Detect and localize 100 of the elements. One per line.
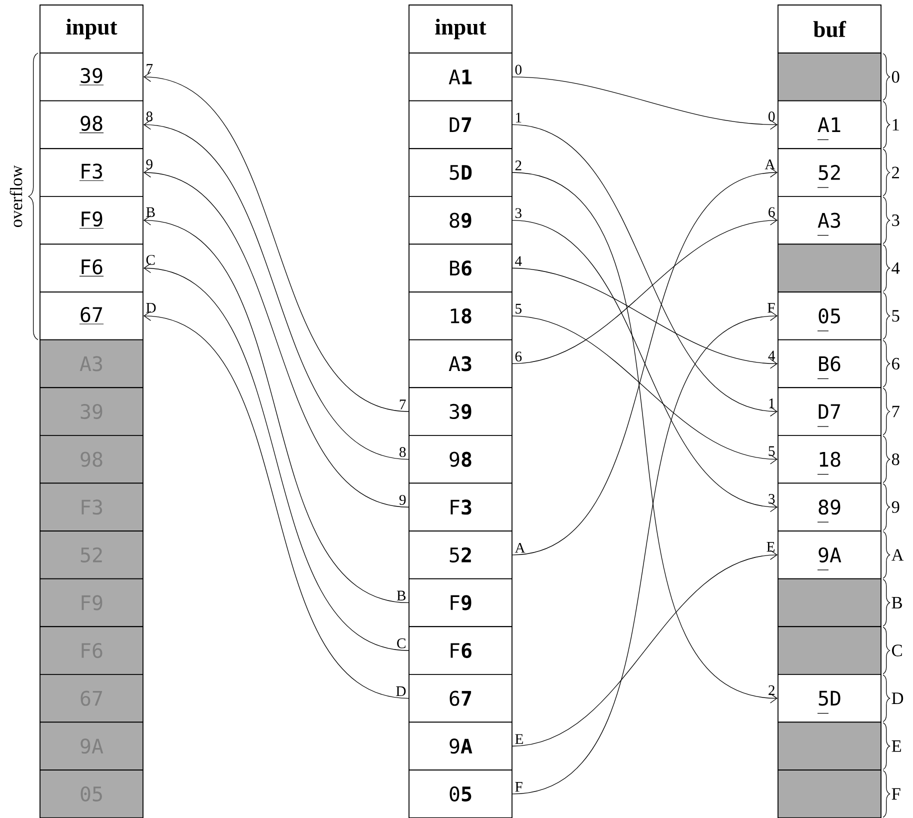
edge-label: 5 xyxy=(516,304,522,314)
index-label: A xyxy=(891,549,904,561)
memory-cell: 52 xyxy=(408,530,512,580)
index-label: B xyxy=(892,597,902,608)
arrow xyxy=(512,310,778,794)
memory-cell: 89 xyxy=(778,482,882,532)
memory-cell: B6 xyxy=(778,339,882,388)
memory-cell: 18 xyxy=(408,292,512,340)
memory-cell: D7 xyxy=(408,100,512,150)
index-label: 9 xyxy=(146,159,152,170)
memory-cell: A1 xyxy=(408,52,512,102)
index-label: 3 xyxy=(768,494,775,504)
index-label: 5 xyxy=(892,310,900,322)
index-label: 4 xyxy=(892,262,900,274)
arrow xyxy=(143,310,409,699)
edge-label: C xyxy=(397,638,406,648)
memory-cell: 89 xyxy=(408,196,512,245)
index-label: 0 xyxy=(892,71,900,83)
memory-cell: A3 xyxy=(778,196,882,245)
arrow xyxy=(143,120,409,460)
index-label: 4 xyxy=(768,350,776,360)
memory-cell: 9A xyxy=(408,722,512,770)
index-label: D xyxy=(892,692,904,704)
index-label: B xyxy=(146,207,155,218)
memory-cell: A3 xyxy=(408,339,512,388)
arrow xyxy=(512,168,778,556)
edge-label: 0 xyxy=(515,64,522,75)
index-label: C xyxy=(892,644,902,656)
index-label: 7 xyxy=(146,64,153,74)
memory-cell: F3 xyxy=(40,148,144,197)
index-label: 9 xyxy=(892,501,900,513)
edge-label: 7 xyxy=(400,400,406,410)
arrow xyxy=(512,76,778,130)
edge-label: D xyxy=(396,686,406,696)
brace-label: overflow xyxy=(10,165,22,228)
memory-cell: F9 xyxy=(40,196,144,245)
index-label: 0 xyxy=(768,112,775,122)
arrow xyxy=(512,124,778,416)
arrow xyxy=(512,172,778,704)
index-label: 1 xyxy=(892,118,899,130)
index-label: F xyxy=(892,788,900,800)
memory-cell: 67 xyxy=(408,674,512,723)
memory-cell: F9 xyxy=(408,578,512,628)
edge-label: 8 xyxy=(400,447,406,458)
memory-cell: 98 xyxy=(40,100,144,150)
memory-cell: 67 xyxy=(40,292,144,340)
edge-label: 2 xyxy=(515,160,522,170)
index-label: F xyxy=(768,303,775,313)
header-cell: buf xyxy=(778,4,882,54)
empty-cell xyxy=(778,578,882,628)
memory-cell: 98 xyxy=(408,434,512,484)
arrow xyxy=(143,168,409,508)
arrow xyxy=(143,263,409,651)
header-cell: input xyxy=(408,4,512,54)
arrow xyxy=(512,316,778,464)
index-label: E xyxy=(766,542,775,552)
index-label: 5 xyxy=(768,446,775,456)
empty-cell xyxy=(778,770,882,818)
memory-cell: F6 xyxy=(408,626,512,675)
index-label: 6 xyxy=(768,207,775,218)
arrow xyxy=(512,220,778,512)
header-cell: input xyxy=(40,4,144,54)
memory-cell: 5D xyxy=(778,674,882,723)
memory-cell: 05 xyxy=(778,292,882,340)
index-label: 7 xyxy=(892,406,900,418)
memory-cell: 9A xyxy=(778,530,882,580)
edge-label: B xyxy=(396,590,406,600)
memory-cell: 05 xyxy=(408,770,512,818)
index-label: E xyxy=(892,740,901,752)
edge-label: 4 xyxy=(515,256,522,266)
index-label: C xyxy=(146,255,155,265)
memory-cell: B6 xyxy=(408,244,512,292)
memory-cell: 39 xyxy=(408,387,512,436)
memory-cell: F3 xyxy=(408,482,512,532)
arrow xyxy=(143,215,409,604)
memory-cell: 52 xyxy=(778,148,882,197)
memory-cell: 5D xyxy=(408,148,512,197)
empty-cell xyxy=(778,722,882,770)
edge-label: A xyxy=(514,542,526,553)
memory-cell: F6 xyxy=(40,244,144,292)
index-label: 8 xyxy=(146,112,153,122)
index-label: 2 xyxy=(768,685,774,696)
edge-label: E xyxy=(515,734,523,744)
empty-cell xyxy=(778,52,882,102)
index-label: 2 xyxy=(892,166,899,178)
index-label: 3 xyxy=(892,214,900,226)
empty-cell xyxy=(778,626,882,675)
memory-cell: A1 xyxy=(778,100,882,150)
edge-label: 1 xyxy=(516,112,522,122)
empty-cell xyxy=(778,244,882,292)
memory-cell: D7 xyxy=(778,387,882,436)
index-label: A xyxy=(764,160,776,170)
arrow xyxy=(512,268,778,369)
arrow xyxy=(512,215,778,364)
index-label: 1 xyxy=(769,398,774,408)
memory-cell: 39 xyxy=(40,52,144,102)
memory-cell: 18 xyxy=(778,434,882,484)
edge-label: 3 xyxy=(515,208,522,218)
arrow xyxy=(143,72,409,412)
edge-label: F xyxy=(515,782,522,792)
